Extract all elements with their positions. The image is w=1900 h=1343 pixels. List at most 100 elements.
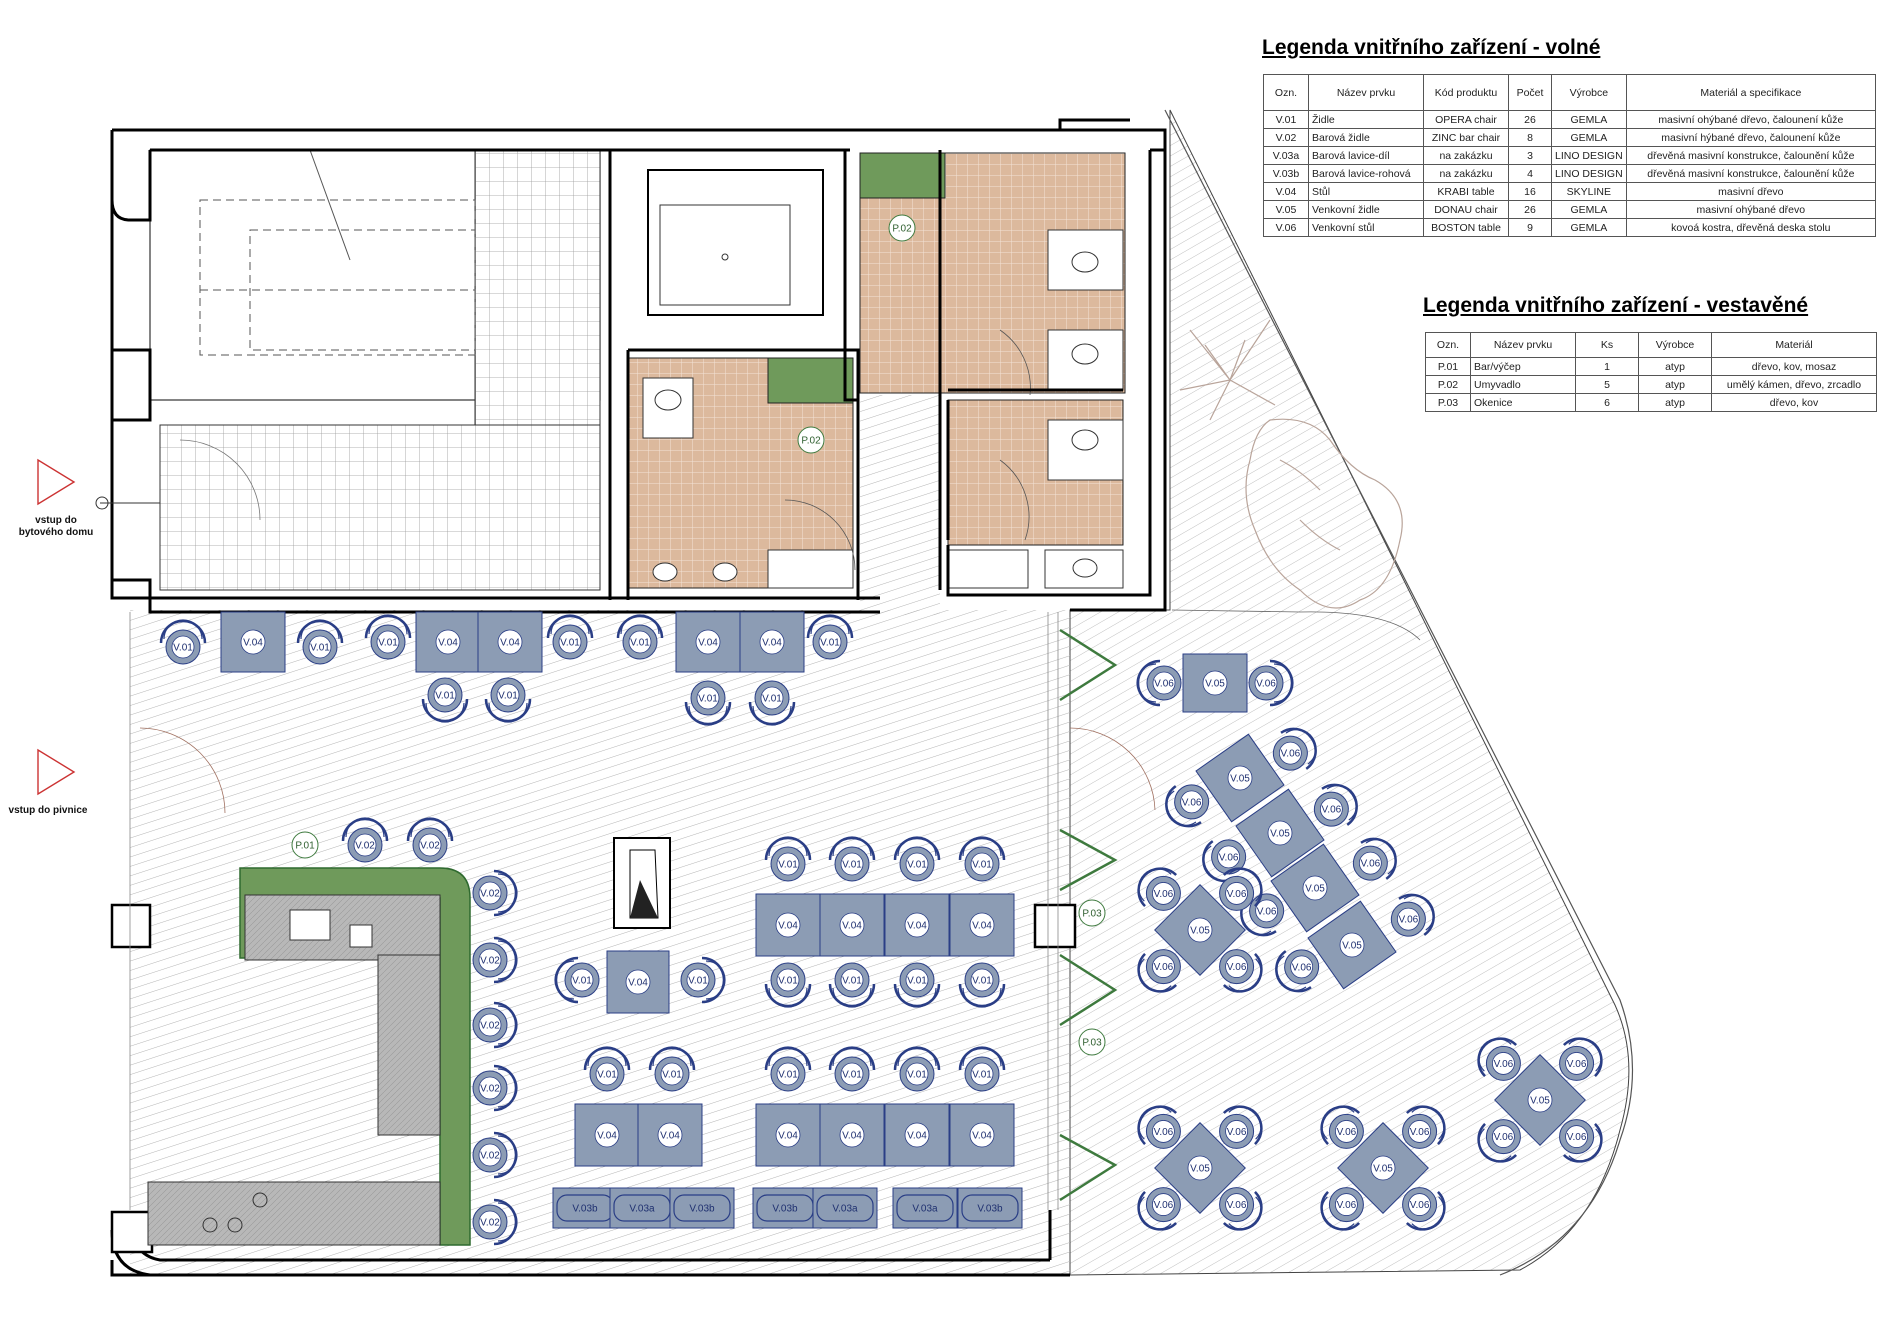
table-v-04[interactable]: V.04 <box>819 1103 885 1167</box>
chair-v-06[interactable]: V.06 <box>1344 830 1405 891</box>
chair-v-06[interactable]: V.06 <box>1264 720 1325 781</box>
table-v-04[interactable]: V.04 <box>819 893 885 957</box>
chair-v-06[interactable]: V.06 <box>1469 1029 1531 1091</box>
table-v-05[interactable]: V.05 <box>1270 843 1360 933</box>
tag-outdoor_chair: V.06 <box>1410 1127 1430 1138</box>
chair-v-06[interactable]: V.06 <box>1136 659 1182 707</box>
chair-v-06[interactable]: V.06 <box>1312 1177 1374 1239</box>
chair-v-02[interactable]: V.02 <box>472 869 518 917</box>
chair-v-06[interactable]: V.06 <box>1312 1097 1374 1159</box>
chair-v-06[interactable]: V.06 <box>1248 659 1294 707</box>
tag-table: V.04 <box>842 921 862 932</box>
chair-v-01[interactable]: V.01 <box>484 677 532 723</box>
table-v-05[interactable]: V.05 <box>1154 1122 1246 1214</box>
chair-v-06[interactable]: V.06 <box>1129 1097 1191 1159</box>
chair-v-06[interactable]: V.06 <box>1129 1177 1191 1239</box>
chair-v-01[interactable]: V.01 <box>893 836 941 882</box>
chair-back <box>1477 1122 1518 1163</box>
bench-v-03b[interactable]: V.03b <box>957 1187 1023 1229</box>
table-v-05[interactable]: V.05 <box>1154 884 1246 976</box>
table-v-05[interactable]: V.05 <box>1195 733 1285 823</box>
chair-v-01[interactable]: V.01 <box>958 836 1006 882</box>
chair-v-06[interactable]: V.06 <box>1194 829 1255 890</box>
table-v-04[interactable]: V.04 <box>884 893 950 957</box>
table-v-04[interactable]: V.04 <box>949 1103 1015 1167</box>
chair-v-02[interactable]: V.02 <box>341 817 389 863</box>
chair-v-01[interactable]: V.01 <box>680 956 726 1004</box>
chair-v-06[interactable]: V.06 <box>1549 1109 1611 1171</box>
chair-v-01[interactable]: V.01 <box>364 614 412 660</box>
table-v-04[interactable]: V.04 <box>415 611 481 673</box>
chair-v-01[interactable]: V.01 <box>828 836 876 882</box>
chair-v-06[interactable]: V.06 <box>1209 939 1271 1001</box>
chair-v-01[interactable]: V.01 <box>893 1046 941 1092</box>
chair-v-06[interactable]: V.06 <box>1129 939 1191 1001</box>
chair-v-06[interactable]: V.06 <box>1382 886 1443 947</box>
chair-v-06[interactable]: V.06 <box>1305 776 1366 837</box>
chair-v-01[interactable]: V.01 <box>616 614 664 660</box>
chair-v-01[interactable]: V.01 <box>828 962 876 1008</box>
table-v-04[interactable]: V.04 <box>220 611 286 673</box>
chair-v-06[interactable]: V.06 <box>1392 1177 1454 1239</box>
table-v-04[interactable]: V.04 <box>606 950 670 1014</box>
chair-v-02[interactable]: V.02 <box>406 817 454 863</box>
chair-v-06[interactable]: V.06 <box>1549 1029 1611 1091</box>
table-v-04[interactable]: V.04 <box>675 611 741 673</box>
chair-v-06[interactable]: V.06 <box>1469 1109 1531 1171</box>
chair-v-01[interactable]: V.01 <box>764 836 812 882</box>
chair-v-01[interactable]: V.01 <box>806 614 854 660</box>
chair-v-01[interactable]: V.01 <box>958 1046 1006 1092</box>
bench-v-03a[interactable]: V.03a <box>892 1187 958 1229</box>
table-v-04[interactable]: V.04 <box>637 1103 703 1167</box>
table-v-04[interactable]: V.04 <box>949 893 1015 957</box>
chair-v-06[interactable]: V.06 <box>1157 774 1218 835</box>
chair-back-inner <box>1165 790 1197 827</box>
chair-v-01[interactable]: V.01 <box>748 680 796 726</box>
table-v-04[interactable]: V.04 <box>755 893 821 957</box>
chair-v-06[interactable]: V.06 <box>1209 1177 1271 1239</box>
chair-v-01[interactable]: V.01 <box>554 956 600 1004</box>
table-v-05[interactable]: V.05 <box>1307 900 1397 990</box>
chair-v-02[interactable]: V.02 <box>472 936 518 984</box>
tag-circle <box>1225 882 1248 905</box>
table-v-05[interactable]: V.05 <box>1235 788 1325 878</box>
bench-v-03b[interactable]: V.03b <box>752 1187 818 1229</box>
table-v-05[interactable]: V.05 <box>1182 653 1248 713</box>
chair-label-wrap: V.02 <box>478 1076 502 1100</box>
chair-v-02[interactable]: V.02 <box>472 1198 518 1246</box>
chair-v-01[interactable]: V.01 <box>684 680 732 726</box>
table-v-05[interactable]: V.05 <box>1337 1122 1429 1214</box>
chair-v-06[interactable]: V.06 <box>1129 859 1191 921</box>
table-v-04[interactable]: V.04 <box>739 611 805 673</box>
chair-v-06[interactable]: V.06 <box>1267 939 1328 1000</box>
table-v-04[interactable]: V.04 <box>755 1103 821 1167</box>
chair-v-06[interactable]: V.06 <box>1392 1097 1454 1159</box>
bench-v-03b[interactable]: V.03b <box>552 1187 618 1229</box>
table-v-04[interactable]: V.04 <box>574 1103 640 1167</box>
chair-v-01[interactable]: V.01 <box>159 619 207 665</box>
chair-v-01[interactable]: V.01 <box>764 962 812 1008</box>
chair-v-01[interactable]: V.01 <box>648 1046 696 1092</box>
chair-v-06[interactable]: V.06 <box>1209 1097 1271 1159</box>
table-v-04[interactable]: V.04 <box>884 1103 950 1167</box>
chair-v-06[interactable]: V.06 <box>1209 859 1271 921</box>
chair-v-01[interactable]: V.01 <box>421 677 469 723</box>
chair-v-01[interactable]: V.01 <box>296 619 344 665</box>
chair-v-02[interactable]: V.02 <box>472 1064 518 1112</box>
chair-v-01[interactable]: V.01 <box>958 962 1006 1008</box>
chair-v-01[interactable]: V.01 <box>893 962 941 1008</box>
bench-v-03b[interactable]: V.03b <box>669 1187 735 1229</box>
bench-v-03a[interactable]: V.03a <box>609 1187 675 1229</box>
tag-circle <box>1225 1193 1248 1216</box>
table-v-05[interactable]: V.05 <box>1494 1054 1586 1146</box>
chair-back-inner <box>962 1046 1002 1067</box>
bench-v-03a[interactable]: V.03a <box>812 1187 878 1229</box>
tag-circle <box>657 1122 683 1148</box>
chair-v-02[interactable]: V.02 <box>472 1001 518 1049</box>
chair-v-01[interactable]: V.01 <box>546 614 594 660</box>
chair-v-01[interactable]: V.01 <box>828 1046 876 1092</box>
chair-v-01[interactable]: V.01 <box>583 1046 631 1092</box>
chair-v-02[interactable]: V.02 <box>472 1131 518 1179</box>
table-v-04[interactable]: V.04 <box>477 611 543 673</box>
chair-v-01[interactable]: V.01 <box>764 1046 812 1092</box>
